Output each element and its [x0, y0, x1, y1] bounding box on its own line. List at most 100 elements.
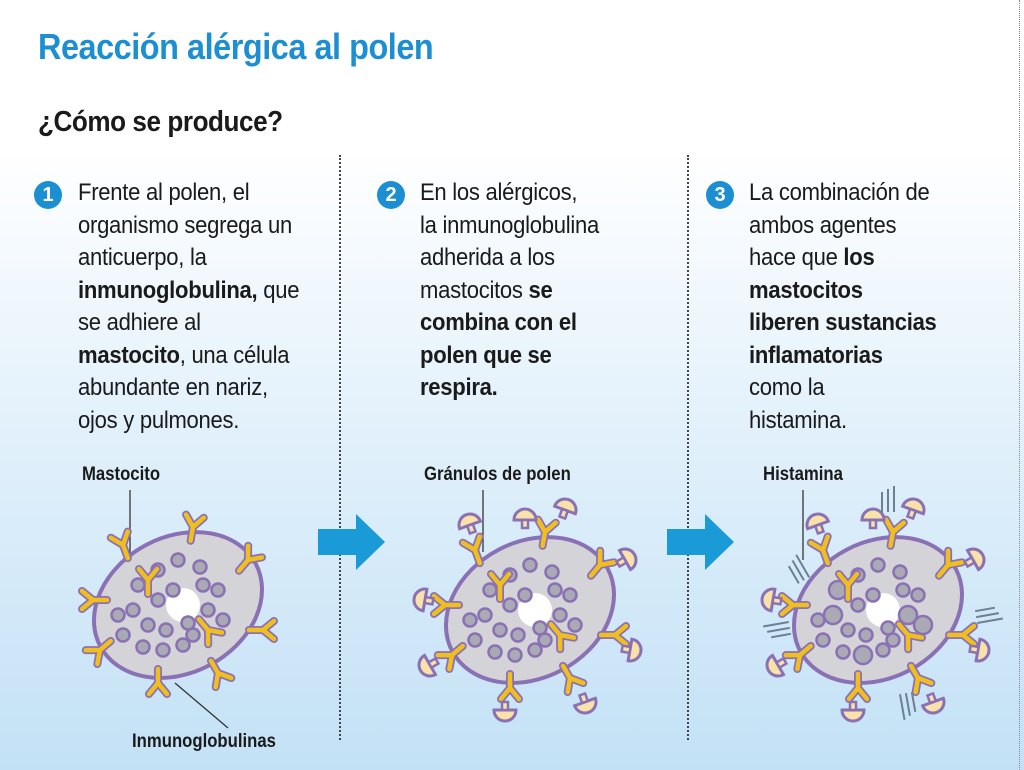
granule [885, 632, 901, 648]
immunoglobulin-icon [547, 620, 578, 654]
histamine-line [770, 632, 792, 639]
antibody-shape [431, 593, 462, 617]
bold-text: respira. [420, 374, 498, 401]
antibody-shape [108, 529, 131, 561]
granule [487, 644, 503, 660]
antibody-shape [488, 571, 512, 602]
pollen-stem [968, 644, 980, 655]
text-line: combina con el [420, 307, 599, 340]
granule [192, 559, 208, 575]
granule [858, 627, 874, 643]
arrow-right-icon [667, 514, 734, 570]
pollen-grain-icon [968, 637, 991, 663]
granule [852, 644, 874, 666]
step-number-3: 3 [706, 181, 734, 209]
column-divider [339, 155, 341, 740]
bold-text: inmunoglobulina, [78, 276, 258, 304]
granule [492, 622, 508, 638]
granule [155, 642, 171, 658]
granule [210, 582, 226, 598]
granule [835, 644, 851, 660]
granule [462, 612, 478, 628]
antibody-shape [146, 666, 170, 697]
immunoglobulin-icon [135, 565, 161, 598]
granule [130, 577, 146, 593]
text: anticuerpo, la [78, 244, 207, 271]
antibody-shape [196, 617, 225, 647]
granule [477, 607, 493, 623]
antibody-shape [183, 512, 207, 544]
pollen-stem [868, 518, 878, 530]
antibody-shape [548, 622, 577, 652]
histamine-release [881, 486, 895, 512]
antibody-shape [246, 618, 277, 642]
granule [547, 582, 563, 598]
bold-text: combina con el [420, 309, 577, 336]
granule [815, 632, 831, 648]
pollen-stem [465, 522, 478, 536]
antibody-shape [896, 622, 925, 652]
immunoglobulin-icon [806, 532, 832, 568]
page-title: Reacción alérgica al polen [38, 26, 434, 67]
granule [840, 622, 856, 638]
text-line: mastocitos se [420, 275, 599, 308]
pollen-cap [760, 587, 777, 613]
granule [195, 577, 211, 593]
pollen-cap [920, 696, 946, 715]
text-line: En los alérgicos, [420, 177, 599, 210]
antibody-shape [946, 623, 977, 647]
granule [110, 607, 126, 623]
histamine-line [976, 612, 1000, 619]
arrow-right-icon [318, 514, 385, 570]
immunoglobulin-icon [106, 527, 132, 563]
granule [810, 612, 826, 628]
bold-text: liberen sustancias [749, 309, 937, 336]
granule [822, 604, 844, 626]
pollen-stem [925, 691, 938, 705]
text: organismo segrega un [78, 211, 293, 239]
immunoglobulin-icon [882, 515, 908, 550]
antibody-shape [498, 671, 522, 702]
bold-text: mastocitos [749, 276, 863, 304]
antibody-shape [79, 588, 110, 612]
pollen-cap [805, 512, 831, 531]
granule [140, 617, 156, 633]
antibody-shape [846, 671, 870, 702]
pollen-stem [423, 595, 435, 606]
text: se adhiere al [78, 309, 201, 336]
antibody-shape [783, 643, 813, 672]
pollen-stem [426, 656, 441, 670]
immunoglobulin-icon [945, 622, 978, 648]
pollen-stem [577, 691, 590, 705]
histamine-line [791, 559, 805, 581]
granule [912, 614, 934, 636]
text: , una célula [179, 341, 290, 369]
pollen-grain-icon [962, 547, 986, 572]
label-histamina: Histamina [763, 464, 843, 485]
pollen-stem [520, 518, 530, 530]
label-granulos-polen: Gránulos de polen [424, 464, 571, 485]
text-line: la inmunoglobulina [420, 210, 599, 243]
pollen-cap [572, 696, 598, 715]
step-number-2: 2 [377, 181, 405, 209]
granule [507, 647, 523, 663]
granule [567, 617, 583, 633]
pollen-grain-icon [620, 637, 643, 663]
pollen-stem [557, 507, 570, 521]
column-divider [687, 155, 689, 740]
immunoglobulin-icon [81, 637, 115, 668]
immunoglobulin-icon [781, 642, 815, 673]
granule [892, 564, 908, 580]
text: abundante en nariz, [78, 374, 268, 401]
antibody-shape [460, 534, 483, 566]
pollen-grain-icon [920, 691, 946, 715]
pollen-grain-icon [805, 512, 831, 536]
histamine-release [974, 606, 1004, 624]
text-line: ojos y pulmones. [78, 405, 299, 438]
pollen-grain-icon [572, 691, 598, 715]
label-mastocito: Mastocito [82, 464, 161, 485]
mastocyte-cell [760, 486, 1004, 723]
text-line: ambos agentes [749, 210, 937, 243]
immunoglobulin-icon [145, 665, 171, 698]
